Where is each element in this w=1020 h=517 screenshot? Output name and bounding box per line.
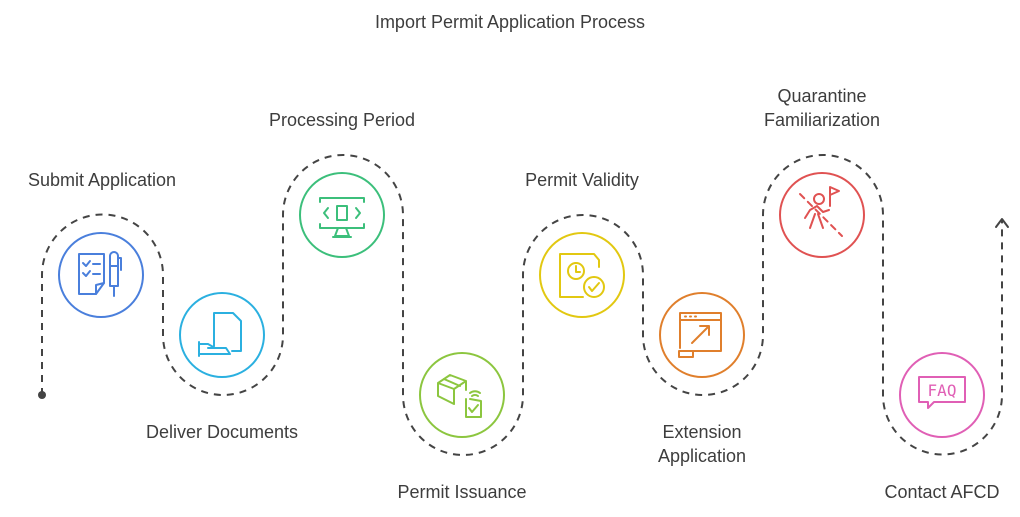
step-extension-application	[659, 292, 745, 378]
faq-text: FAQ	[928, 381, 957, 400]
step-label-extension-application: Extension Application	[657, 422, 747, 466]
step-permit-validity	[539, 232, 625, 318]
step-label-processing-period: Processing Period	[268, 110, 416, 130]
step-circle	[179, 292, 265, 378]
person-flag-restricted-icon	[799, 186, 843, 237]
step-permit-issuance	[419, 352, 505, 438]
path-end-arrow-icon	[995, 218, 1009, 228]
step-label-deliver-documents: Deliver Documents	[145, 422, 299, 442]
step-label-permit-validity: Permit Validity	[525, 170, 639, 190]
box-device-check-icon	[437, 374, 482, 418]
step-label-submit-application: Submit Application	[27, 170, 177, 190]
connector-path	[41, 154, 1003, 456]
hand-document-icon	[198, 312, 242, 357]
step-contact-afcd: FAQ	[899, 352, 985, 438]
step-quarantine-familiarization	[779, 172, 865, 258]
monitor-code-icon	[319, 197, 365, 238]
step-circle	[899, 352, 985, 438]
checklist-pen-icon	[78, 251, 122, 297]
faq-bubble-icon: FAQ	[918, 376, 966, 409]
step-circle	[779, 172, 865, 258]
step-submit-application	[58, 232, 144, 318]
step-circle	[419, 352, 505, 438]
path-start-dot	[38, 391, 46, 399]
step-circle	[659, 292, 745, 378]
step-label-quarantine-familiarization: Quarantine Familiarization	[763, 86, 881, 130]
window-expand-icon	[678, 312, 722, 358]
step-processing-period	[299, 172, 385, 258]
step-circle	[58, 232, 144, 318]
diagram-title: Import Permit Application Process	[374, 12, 646, 32]
step-label-contact-afcd: Contact AFCD	[884, 482, 1000, 502]
step-label-permit-issuance: Permit Issuance	[397, 482, 527, 502]
document-clock-check-icon	[559, 253, 605, 298]
step-circle	[299, 172, 385, 258]
step-deliver-documents	[179, 292, 265, 378]
